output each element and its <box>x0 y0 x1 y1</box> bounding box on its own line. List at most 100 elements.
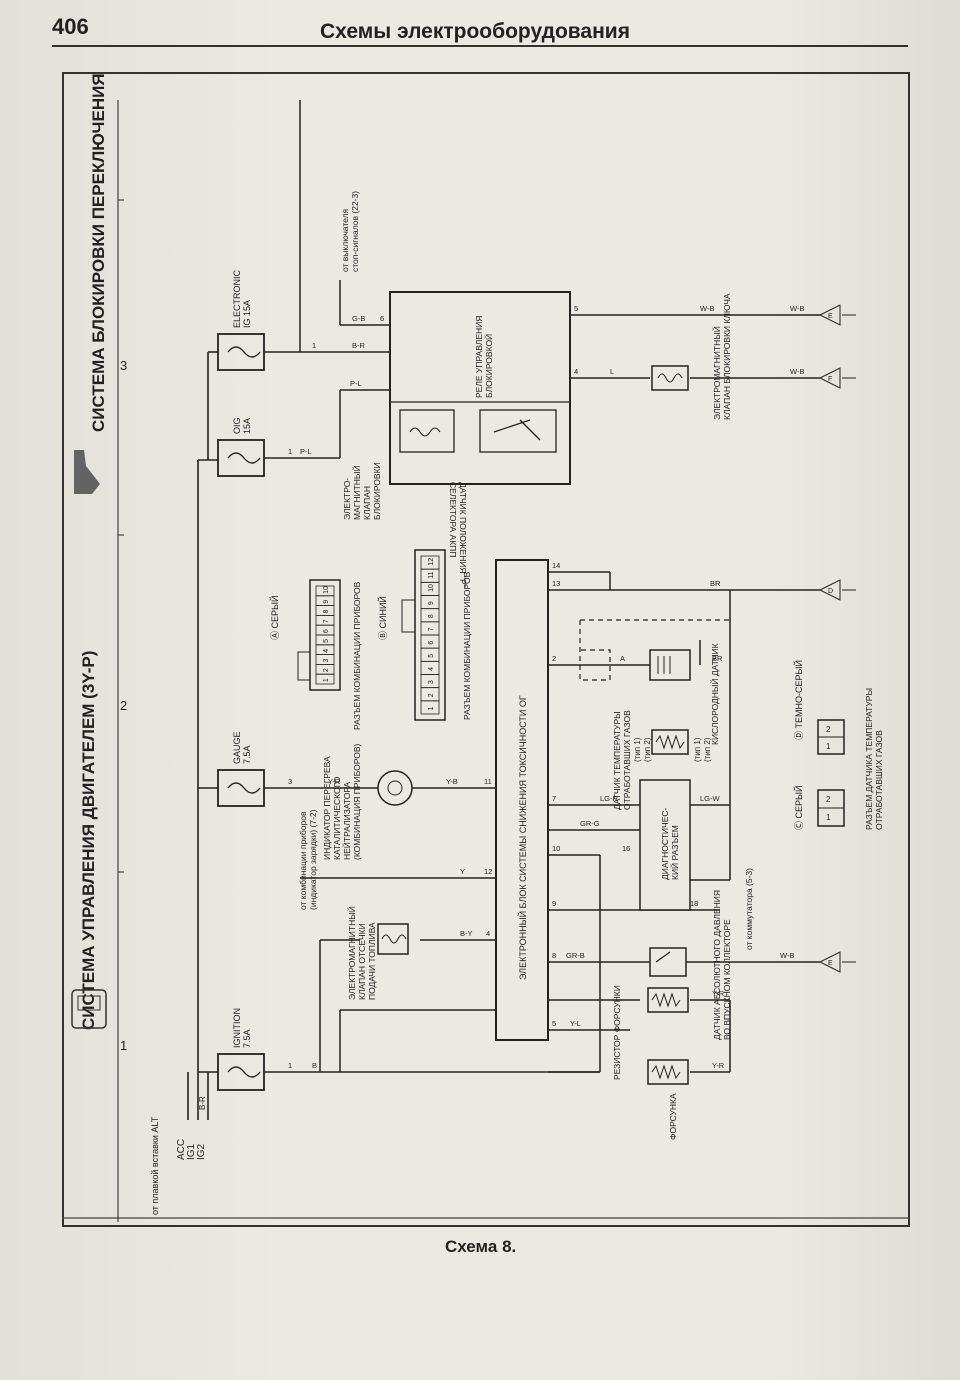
overheat-indicator-line3: НЕЙТРАЛИЗАТОРА <box>341 782 352 860</box>
connector-d-color: Ⓓ ТЕМНО-СЕРЫЙ <box>793 660 804 740</box>
overheat-indicator: ИНДИКАТОР ПЕРЕГРЕВА КАТАЛИТИЧЕСКОГО НЕЙТ… <box>298 743 413 910</box>
fuse-oig: OIG 15A <box>217 417 265 477</box>
egt-type-1: (тип 1) <box>633 737 642 762</box>
egt-type-1-b: (тип 1) <box>693 737 702 762</box>
wire-pl-1: P-L <box>300 447 312 456</box>
engine-system-title: СИСТЕМА УПРАВЛЕНИЯ ДВИГАТЕЛЕМ (3Y-P) <box>79 651 98 1030</box>
ig2-label: IG2 <box>196 1143 207 1160</box>
ground-e-bottom: E <box>818 951 856 973</box>
egt-pin-1: 1 <box>826 813 831 822</box>
diag-connector-line1: ДИАГНОСТИЧЕС- <box>660 807 670 880</box>
fuse-ignition-name: IGNITION <box>232 1008 242 1048</box>
wire-y: Y <box>460 867 465 876</box>
wire-br-3: BR <box>712 654 723 663</box>
main-wires <box>264 100 820 1073</box>
relay-pin-4: 4 <box>574 367 578 376</box>
wire-by: B-Y <box>460 929 473 938</box>
oxygen-sensor-shield <box>579 619 730 681</box>
injector: ФОРСУНКА <box>647 1059 689 1140</box>
connector-pin-number: 4 <box>428 667 435 671</box>
ecu-pin-14: 14 <box>552 561 560 570</box>
park-switch-line2: СЕЛЕКТОРА АКПП <box>448 482 458 557</box>
lock-relay-line2: БЛОКИРОВКОЙ <box>483 334 494 398</box>
fuse-gauge: GAUGE 7.5A <box>217 731 265 807</box>
lock-solenoid-line1: ЭЛЕКТРО- <box>342 478 352 520</box>
connector-pin-number: 7 <box>428 627 435 631</box>
lock-solenoid-line3: КЛАПАН <box>362 486 372 520</box>
ecu-pin-7: 7 <box>552 794 556 803</box>
ground-d-label: D <box>828 588 833 595</box>
wire-br-1: BR <box>710 579 721 588</box>
fuse-gauge-name: GAUGE <box>232 731 242 764</box>
egt-sensor-line1: ДАТЧИК ТЕМПЕРАТУРЫ <box>612 711 622 810</box>
connector-pin-number: 1 <box>323 678 330 682</box>
ig1-label: IG1 <box>186 1143 197 1160</box>
wire-gb: G-B <box>352 314 365 323</box>
ecu-pin-5: 5 <box>552 1019 556 1028</box>
key-lock-solenoid: ЭЛЕКТРОМАГНИТНЫЙ КЛАПАН БЛОКИРОВКИ КЛЮЧА <box>651 293 732 420</box>
connector-pin-number: 5 <box>323 639 330 643</box>
wire-labels: B B-Y Y-R Y-B Y Y-L GR-B W-B GR-G LG-R L… <box>300 304 804 1070</box>
egt-sensor-line2: ОТРАБОТАВШИХ ГАЗОВ <box>622 710 632 810</box>
connector-pin-number: 9 <box>323 600 330 604</box>
wire-grg: GR-G <box>580 819 600 828</box>
ecu-pin-8: 8 <box>552 951 556 960</box>
overheat-indicator-line4: (КОМБИНАЦИЯ ПРИБОРОВ) <box>352 743 362 860</box>
diagram-caption: Схема 8. <box>445 1237 517 1256</box>
shift-lock-system-title: СИСТЕМА БЛОКИРОВКИ ПЕРЕКЛЮЧЕНИЯ <box>89 73 108 432</box>
relay-pin-6: 6 <box>380 314 384 323</box>
fuel-cut-valve: ЭЛЕКТРОМАГНИТНЫЙ КЛАПАН ОТСЕЧКИ ПОДАЧИ Т… <box>346 906 409 1000</box>
overheat-indicator-line2: КАТАЛИТИЧЕСКОГО <box>332 776 342 860</box>
connector-c-color: Ⓒ СЕРЫЙ <box>793 786 804 830</box>
diag-connector-line2: КИЙ РАЗЪЕМ <box>669 825 680 880</box>
from-alt-label: от плавкой вставки ALT <box>150 1116 160 1215</box>
oxygen-sensor-label: КИСЛОРОДНЫЙ ДАТЧИК <box>709 643 720 745</box>
wire-yl: Y-L <box>570 1019 581 1028</box>
ecu-pin-4: 4 <box>486 929 490 938</box>
fuse-pin-3a: 3 <box>288 777 292 786</box>
ground-f-top-label: F <box>828 376 832 383</box>
egt-type-2-b: (тип 2) <box>703 737 712 762</box>
connector-pin-number: 11 <box>428 571 435 578</box>
fuse-pin-1a: 1 <box>288 1061 292 1070</box>
wire-grb: GR-B <box>566 951 585 960</box>
connector-pin-cell <box>420 555 440 570</box>
page-header: Схемы электрооборудования <box>320 20 630 43</box>
egt-type-2: (тип 2) <box>643 737 652 762</box>
wire-wb-4: W-B <box>790 367 804 376</box>
fuel-cut-valve-line3: ПОДАЧИ ТОПЛИВА <box>367 922 377 1000</box>
fuse-ignition-rating: 7.5A <box>242 1029 252 1048</box>
injector-label: ФОРСУНКА <box>668 1093 678 1140</box>
section-number-2: 2 <box>120 698 127 713</box>
egt-d-pin-2: 2 <box>826 725 831 734</box>
wire-l: L <box>610 367 614 376</box>
connector-pin-number: 9 <box>428 601 435 605</box>
relay-pin-5: 5 <box>574 304 578 313</box>
ecu-label: ЭЛЕКТРОННЫЙ БЛОК СИСТЕМЫ СНИЖЕНИЯ ТОКСИЧ… <box>517 695 528 980</box>
engine-system-icon <box>71 989 107 1029</box>
map-sensor: ДАТЧИК АБСОЛЮТНОГО ДАВЛЕНИЯ ВО ВПУСКНОМ … <box>649 890 732 1040</box>
power-rails <box>187 351 218 1120</box>
map-sensor-line1: ДАТЧИК АБСОЛЮТНОГО ДАВЛЕНИЯ <box>712 890 722 1040</box>
shift-lock-relay-block: РЕЛЕ УПРАВЛЕНИЯ БЛОКИРОВКОЙ ДАТЧИК ПОЛОЖ… <box>389 291 571 588</box>
wire-b-1: B <box>312 1061 317 1070</box>
diagnostic-connector: ДИАГНОСТИЧЕС- КИЙ РАЗЪЕМ <box>639 779 691 911</box>
map-sensor-line2: ВО ВПУСКНОМ КОЛЛЕКТОРЕ <box>722 919 732 1040</box>
from-stop-switch-line2: стоп-сигналов (22-3) <box>350 191 360 272</box>
wire-yb: Y-B <box>446 777 458 786</box>
ecu-pin-2: 2 <box>552 654 556 663</box>
fuse-oig-rating: 15A <box>242 418 252 434</box>
connector-a-color: Ⓐ СЕРЫЙ <box>269 596 280 640</box>
connector-pin-number: 10 <box>428 584 435 592</box>
connector-pin-number: 4 <box>323 649 330 653</box>
wire-pl-2: P-L <box>350 379 362 388</box>
egt-pin-2: 2 <box>826 795 831 804</box>
lock-relay-line1: РЕЛЕ УПРАВЛЕНИЯ <box>474 316 484 398</box>
header-rule <box>52 45 908 47</box>
connector-pin-number: 1 <box>428 706 435 710</box>
connector-pin-number: 7 <box>323 619 330 623</box>
fuel-cut-valve-line1: ЭЛЕКТРОМАГНИТНЫЙ <box>346 906 357 1000</box>
ecu-pin-10: 10 <box>552 844 560 853</box>
connector-pin-number: 6 <box>428 641 435 645</box>
fuse-ignition: IGNITION 7.5A <box>217 1008 265 1091</box>
